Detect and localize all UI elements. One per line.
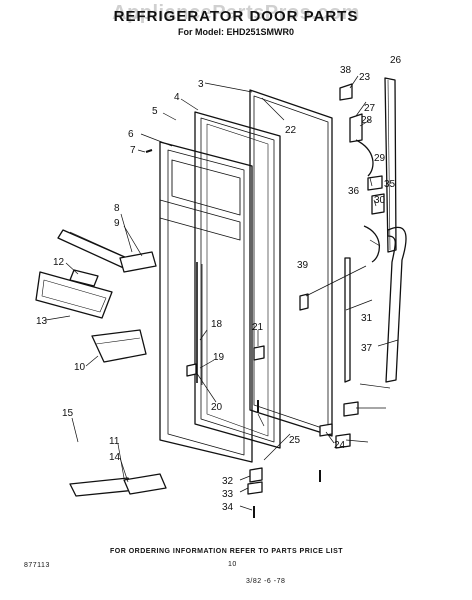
callout-20: 20 — [211, 402, 223, 413]
callout-38-top: 38 — [340, 65, 352, 76]
callout-7: 7 — [130, 145, 136, 156]
callout-22: 22 — [285, 125, 297, 136]
callout-19: 19 — [213, 352, 225, 363]
page-number: 10 — [228, 561, 237, 568]
callout-27-top: 27 — [364, 103, 376, 114]
callout-26: 26 — [390, 55, 402, 66]
bin-tray — [35, 271, 113, 319]
callout-12: 12 — [53, 257, 65, 268]
callout-labels: 3 4 5 6 7 8 9 10 11 12 13 14 15 18 19 20… — [36, 55, 402, 513]
hinge-bracket-bottom — [343, 401, 359, 417]
callout-34: 34 — [222, 502, 234, 513]
door-bin — [91, 329, 147, 363]
callout-11: 11 — [109, 436, 120, 447]
model-line: For Model: EHD251SMWR0 — [177, 27, 294, 37]
callout-32: 32 — [222, 476, 234, 487]
door-gasket — [194, 111, 281, 449]
right-code: 3/82 -6 -78 — [246, 578, 286, 585]
callout-5: 5 — [152, 106, 158, 117]
diagram-title: REFRIGERATOR DOOR PARTS — [113, 8, 359, 25]
ordering-note: FOR ORDERING INFORMATION REFER TO PARTS … — [110, 548, 344, 555]
callout-30: 30 — [374, 195, 386, 206]
left-code: 877113 — [24, 562, 50, 569]
callout-25: 25 — [289, 435, 301, 446]
callout-9: 9 — [114, 218, 120, 229]
callout-24: 24 — [334, 440, 346, 451]
callout-39: 39 — [297, 260, 309, 271]
callout-33: 33 — [222, 489, 234, 500]
callout-36: 36 — [348, 186, 360, 197]
callout-13: 13 — [36, 316, 48, 327]
callout-37: 37 — [361, 343, 373, 354]
callout-4: 4 — [174, 92, 180, 103]
door-outer-panel — [249, 89, 333, 437]
handle-trim — [385, 226, 407, 383]
callout-23-top: 23 — [359, 72, 371, 83]
callout-31: 31 — [361, 313, 373, 324]
callout-18: 18 — [211, 319, 223, 330]
door-trim-strip — [384, 77, 397, 253]
callout-29-top: 29 — [374, 153, 386, 164]
callout-28: 28 — [361, 115, 373, 126]
callout-21: 21 — [252, 322, 264, 333]
callout-35-top: 35 — [384, 179, 396, 190]
hinge-bracket-top — [339, 83, 353, 101]
callout-14: 14 — [109, 452, 121, 463]
callout-15: 15 — [62, 408, 74, 419]
callout-6: 6 — [128, 129, 134, 140]
callout-10: 10 — [74, 362, 86, 373]
callout-8: 8 — [114, 203, 120, 214]
watermark: AppliancePartsPros.com — [112, 2, 360, 24]
callout-3: 3 — [198, 79, 204, 90]
door-liner — [159, 141, 253, 463]
